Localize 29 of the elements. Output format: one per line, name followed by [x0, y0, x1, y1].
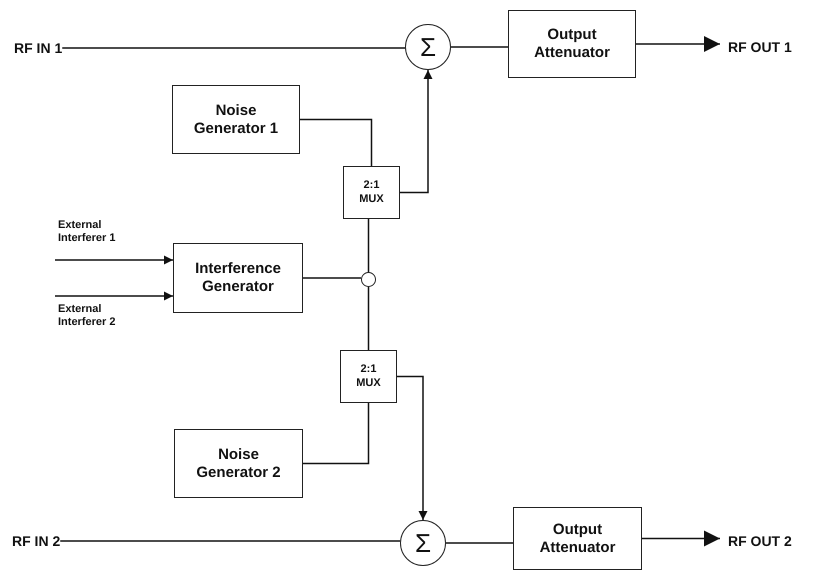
junction-circle: [361, 272, 376, 287]
connector-line: [62, 47, 405, 49]
port-label: RF OUT 1: [728, 37, 793, 57]
port-label: RF OUT 2: [728, 531, 793, 551]
arrow: [397, 376, 428, 520]
arrow: [400, 70, 432, 194]
arrow: [642, 530, 720, 546]
connector-line: [303, 403, 370, 464]
connector-line: [368, 287, 370, 350]
port-label: RF IN 2: [12, 531, 62, 551]
port-label: RF IN 1: [14, 38, 64, 58]
attenuator-box: Output Attenuator: [513, 507, 642, 570]
connector-line: [60, 540, 400, 542]
connector-line: [446, 542, 513, 544]
generator-box: Noise Generator 2: [174, 429, 303, 498]
summing-junction: Σ: [400, 520, 446, 566]
connector-line: [303, 277, 361, 279]
multiplexer-box: 2:1 MUX: [343, 166, 400, 219]
arrow: [55, 292, 173, 300]
connector-line: [300, 118, 372, 166]
arrow: [636, 36, 720, 52]
connector-line: [451, 46, 508, 48]
generator-box: Interference Generator: [173, 243, 303, 313]
generator-box: Noise Generator 1: [172, 85, 300, 154]
arrow: [55, 256, 173, 264]
summing-junction: Σ: [405, 24, 451, 70]
multiplexer-box: 2:1 MUX: [340, 350, 397, 403]
connector-line: [368, 219, 370, 272]
attenuator-box: Output Attenuator: [508, 10, 636, 78]
